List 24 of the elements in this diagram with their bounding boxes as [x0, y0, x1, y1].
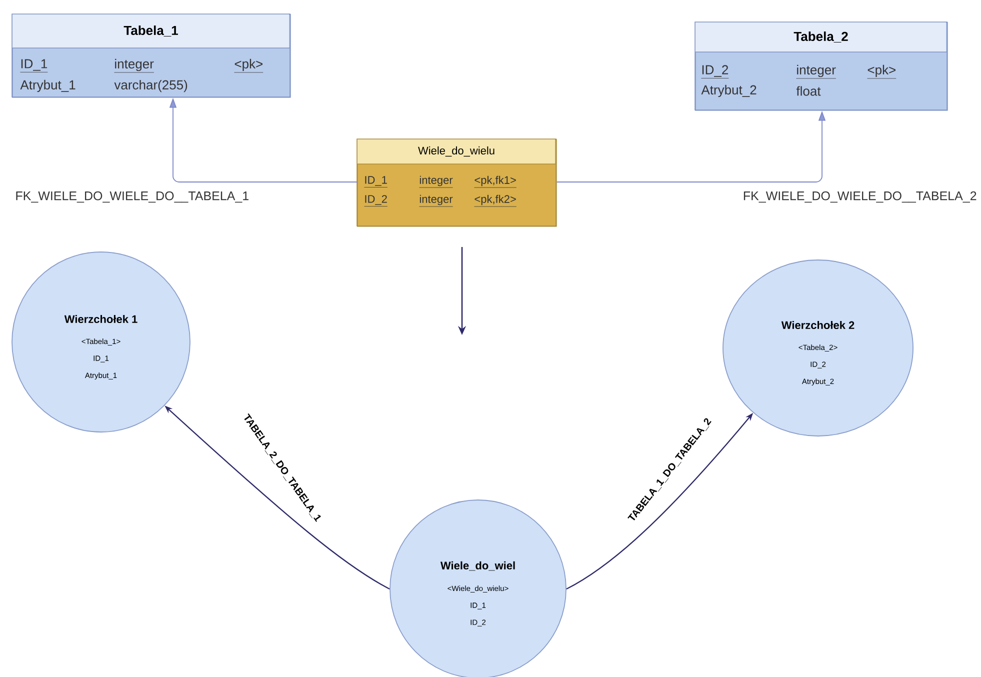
table-cell: integer — [419, 194, 454, 207]
edge-label: FK_WIELE_DO_WIELE_DO__TABELA_1 — [14, 190, 250, 204]
table-cell: ID_2 — [364, 195, 388, 207]
table-cell: <pk,fk1> — [474, 176, 517, 188]
table-cell: <pk> — [867, 64, 896, 79]
edge-label: FK_WIELE_DO_WIELE_DO__TABELA_2 — [742, 190, 978, 204]
table-cell: integer — [114, 58, 154, 73]
table-cell: integer — [796, 64, 836, 79]
table-cell: float — [796, 86, 821, 96]
table-cell: varchar(255) — [114, 80, 188, 92]
table-cell: integer — [419, 176, 454, 188]
table-cell: ID_1 — [20, 59, 48, 72]
circle-title: Wierzchołek 2 — [781, 320, 854, 330]
table-cell: <pk,fk2> — [474, 194, 517, 207]
circle-title: Wierzchołek 1 — [64, 314, 138, 324]
table-cell: ID_2 — [701, 65, 729, 78]
table-cell: ID_1 — [364, 176, 388, 188]
table-title: Tabela_2 — [794, 32, 848, 42]
circle-title: Wiele_do_wiel — [440, 561, 515, 571]
table-cell: Atrybut_2 — [701, 84, 756, 98]
table-cell: <pk> — [234, 58, 264, 73]
table-title: Tabela_1 — [124, 26, 178, 36]
table-cell: Atrybut_1 — [20, 80, 76, 92]
table-title: Wiele_do_wielu — [418, 146, 494, 157]
